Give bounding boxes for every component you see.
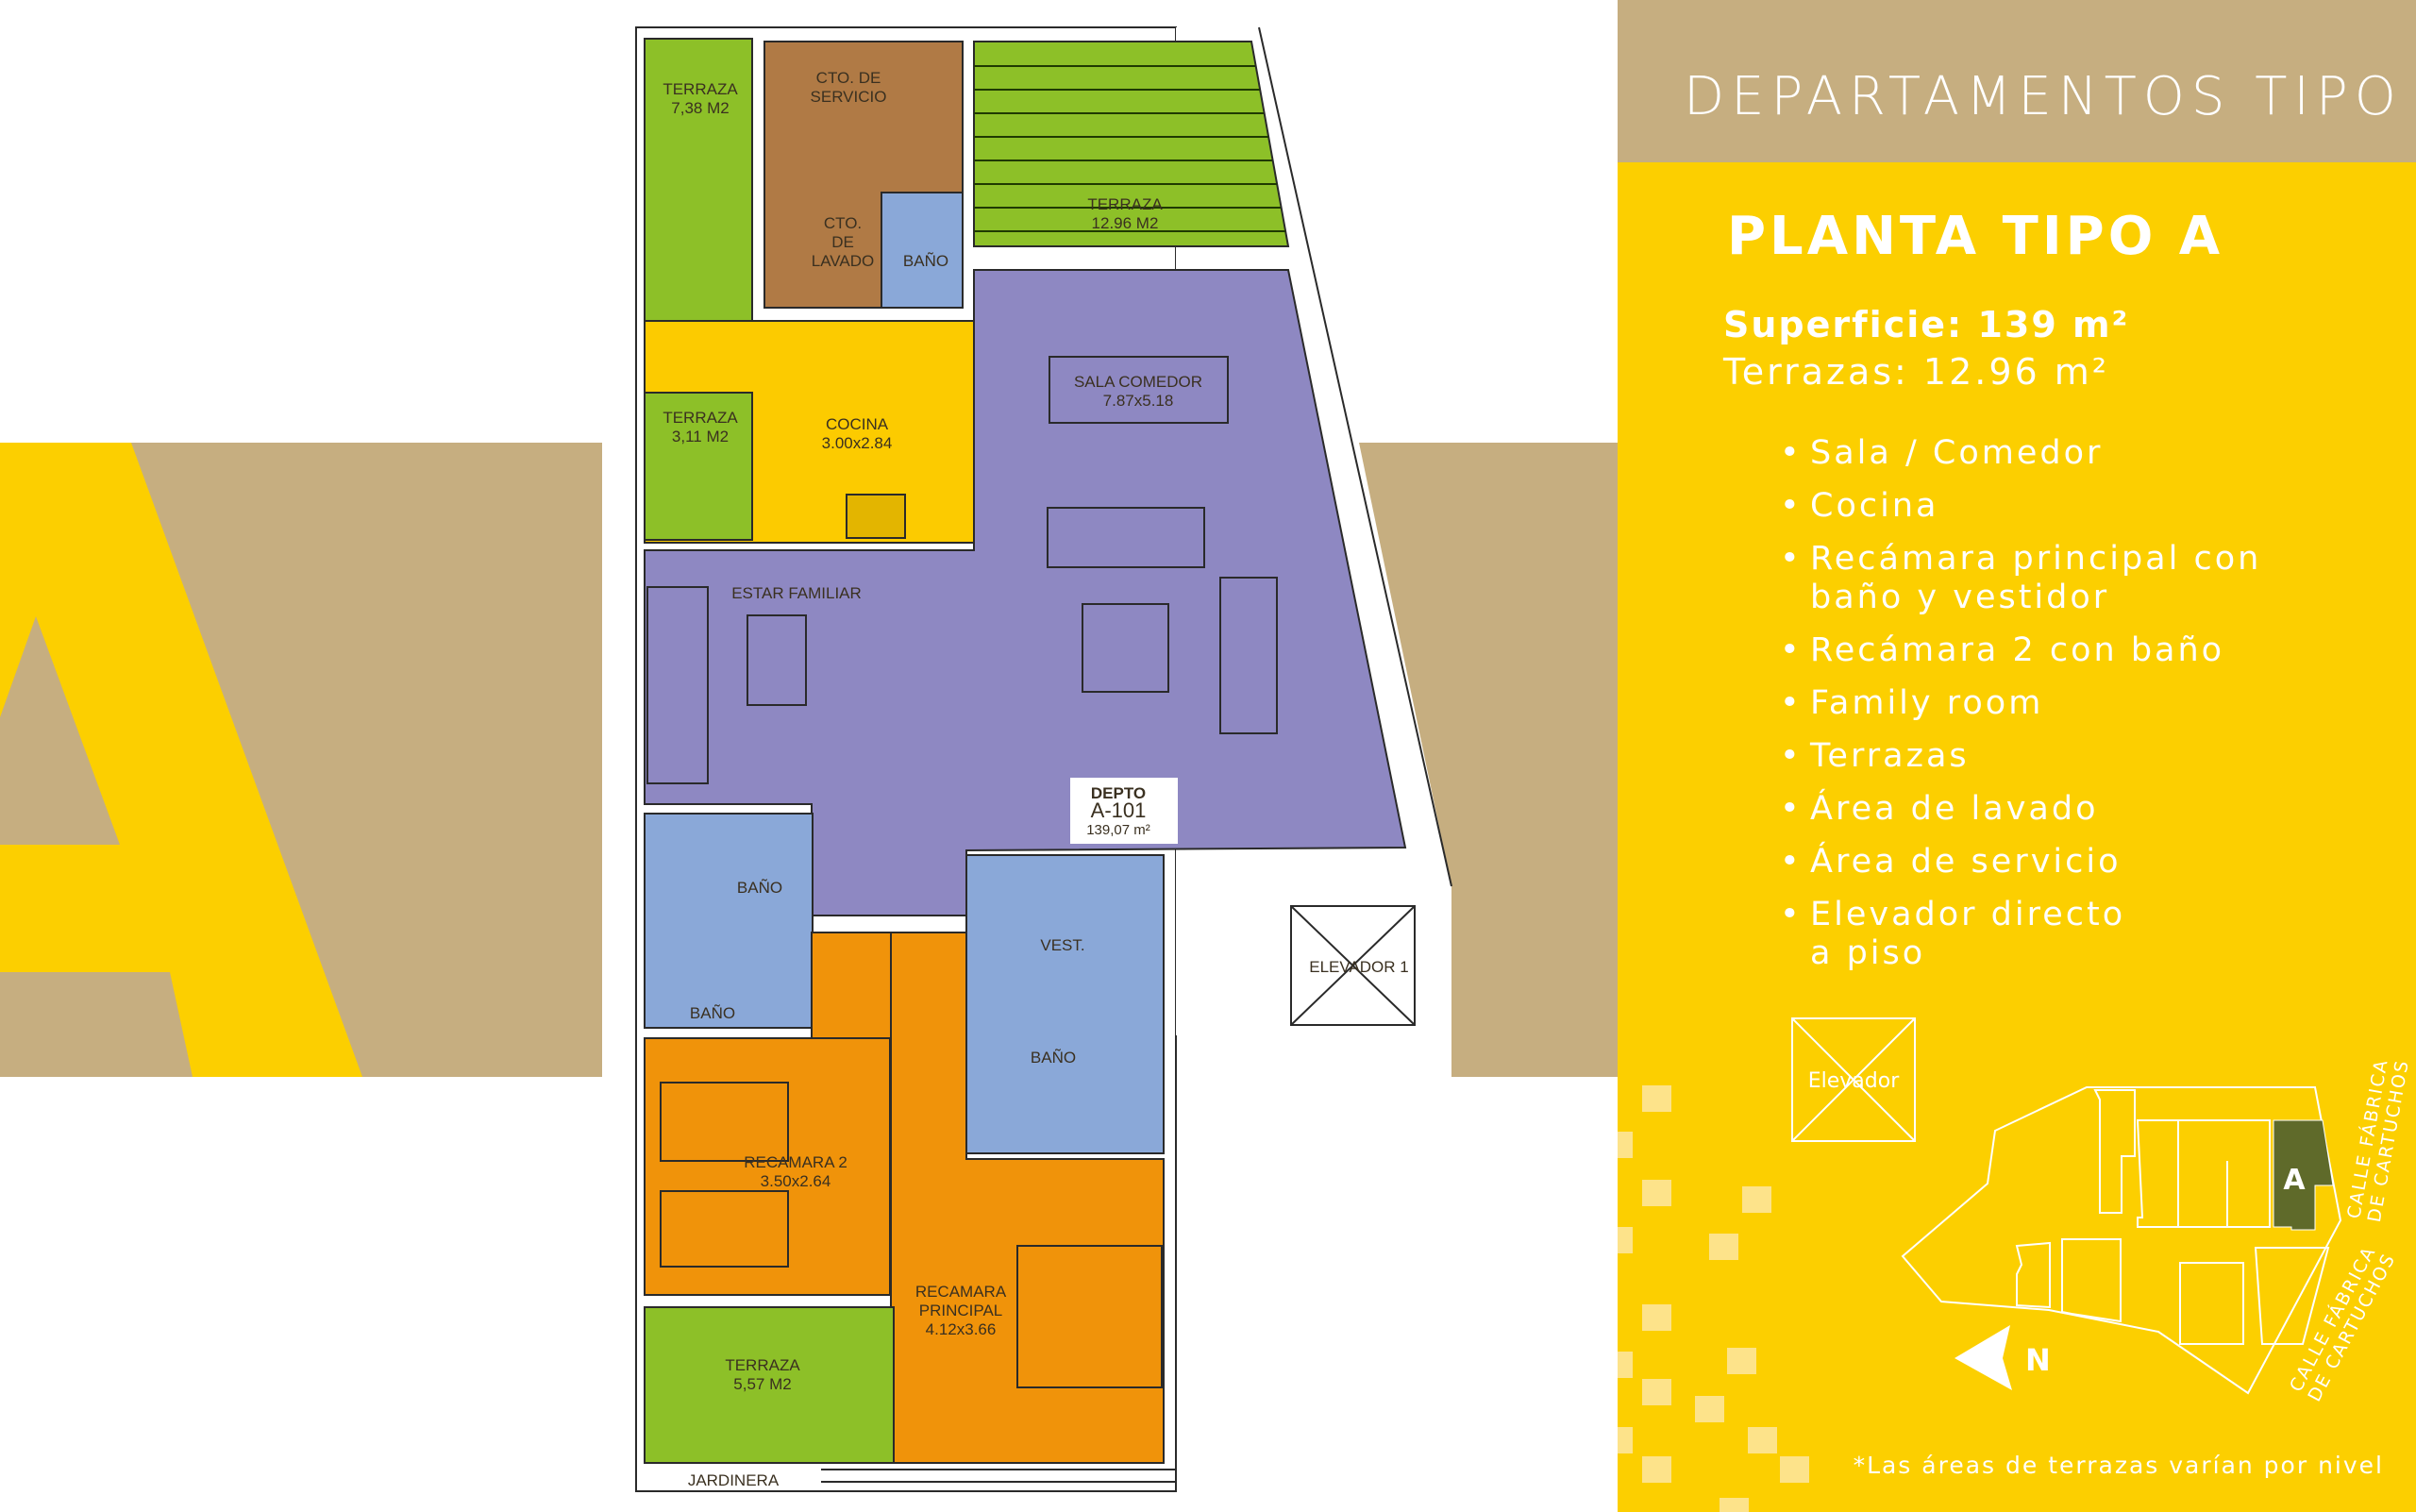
feature-item: Recámara 2 con baño	[1780, 631, 2261, 670]
room-terraza-1	[644, 38, 753, 322]
label-depto: DEPTO	[1091, 784, 1146, 802]
label-bano-servicio: BAÑO	[903, 252, 948, 270]
panel-header: DEPARTAMENTOS TIPO	[1618, 0, 2416, 162]
page-title: DEPARTAMENTOS TIPO	[1684, 66, 2403, 127]
label-depto-area: 139,07 m²	[1086, 822, 1150, 838]
label-bano-2: BAÑO	[690, 1004, 735, 1022]
floor-plan	[635, 26, 1452, 1492]
room-terraza-2	[973, 41, 1290, 247]
surface-area: Superficie: 139 m²	[1723, 304, 2130, 345]
family-table	[747, 614, 807, 706]
sofa-side	[1219, 577, 1278, 734]
plan-name: PLANTA TIPO A	[1727, 206, 2224, 267]
room-banos-izq	[644, 813, 814, 1029]
label-sala: SALA COMEDOR	[1074, 373, 1202, 391]
feature-item: Área de lavado	[1780, 790, 2261, 829]
sofa	[1047, 507, 1205, 568]
feature-item: Family room	[1780, 684, 2261, 723]
terrace-area: Terrazas: 12.96 m²	[1723, 351, 2110, 393]
label-servicio-2: SERVICIO	[811, 88, 887, 106]
label-depto-id: A-101	[1091, 798, 1147, 822]
right-tan-band	[1359, 443, 1618, 1077]
feature-item: Área de servicio	[1780, 843, 2261, 882]
label-terraza-2-area: 12.96 M2	[1092, 214, 1159, 232]
label-recamara-2: RECAMARA 2	[744, 1153, 847, 1171]
label-estar: ESTAR FAMILIAR	[731, 584, 862, 602]
label-terraza-4: TERRAZA	[725, 1356, 800, 1374]
features-list: Sala / Comedor Cocina Recámara principal…	[1780, 434, 2261, 987]
label-lavado-1: CTO.	[824, 214, 862, 232]
label-cocina: COCINA	[826, 415, 889, 433]
label-terraza-4-area: 5,57 M2	[733, 1375, 791, 1393]
room-terraza-4	[644, 1306, 895, 1464]
dining-table	[1049, 356, 1229, 424]
feature-item: Recámara principal con baño y vestidor	[1780, 540, 2261, 617]
label-elevador: ELEVADOR 1	[1309, 958, 1409, 976]
label-lavado-3: LAVADO	[812, 252, 874, 270]
label-servicio-1: CTO. DE	[816, 69, 881, 87]
plan-labels: TERRAZA 7,38 M2 CTO. DE SERVICIO CTO. DE…	[663, 69, 1408, 1489]
room-vestidor-bano	[965, 854, 1165, 1154]
label-recamara-principal-1: RECAMARA	[915, 1283, 1007, 1301]
label-jardinera: JARDINERA	[688, 1471, 780, 1489]
label-terraza-3: TERRAZA	[663, 409, 738, 427]
label-terraza-2: TERRAZA	[1087, 195, 1163, 213]
depto-label-box	[1070, 778, 1178, 844]
label-recamara-principal-dims: 4.12x3.66	[926, 1320, 997, 1338]
label-bano-1: BAÑO	[737, 879, 782, 897]
feature-item: Terrazas	[1780, 737, 2261, 776]
label-vestidor: VEST.	[1040, 936, 1084, 954]
room-recamara-2	[644, 1037, 891, 1296]
label-terraza-1: TERRAZA	[663, 80, 738, 98]
big-letter-a-decor	[0, 443, 362, 1077]
label-terraza-3-area: 3,11 M2	[672, 428, 729, 445]
label-cocina-dims: 3.00x2.84	[822, 434, 893, 452]
coffee-table	[1082, 603, 1169, 693]
label-recamara-2-dims: 3.50x2.64	[761, 1172, 831, 1190]
feature-item: Cocina	[1780, 487, 2261, 526]
label-lavado-2: DE	[831, 233, 854, 251]
footnote: *Las áreas de terrazas varían por nivel	[1853, 1452, 2384, 1479]
big-letter-a-counter	[0, 616, 120, 845]
family-sofa	[646, 586, 709, 784]
room-terraza-3	[644, 392, 753, 541]
room-bano-servicio	[881, 192, 964, 309]
feature-item: Elevador directo a piso	[1780, 896, 2261, 973]
label-terraza-1-area: 7,38 M2	[671, 99, 729, 117]
label-bano-principal: BAÑO	[1031, 1049, 1076, 1067]
label-recamara-principal-2: PRINCIPAL	[919, 1302, 1003, 1319]
feature-item: Sala / Comedor	[1780, 434, 2261, 473]
label-sala-dims: 7.87x5.18	[1103, 392, 1174, 410]
